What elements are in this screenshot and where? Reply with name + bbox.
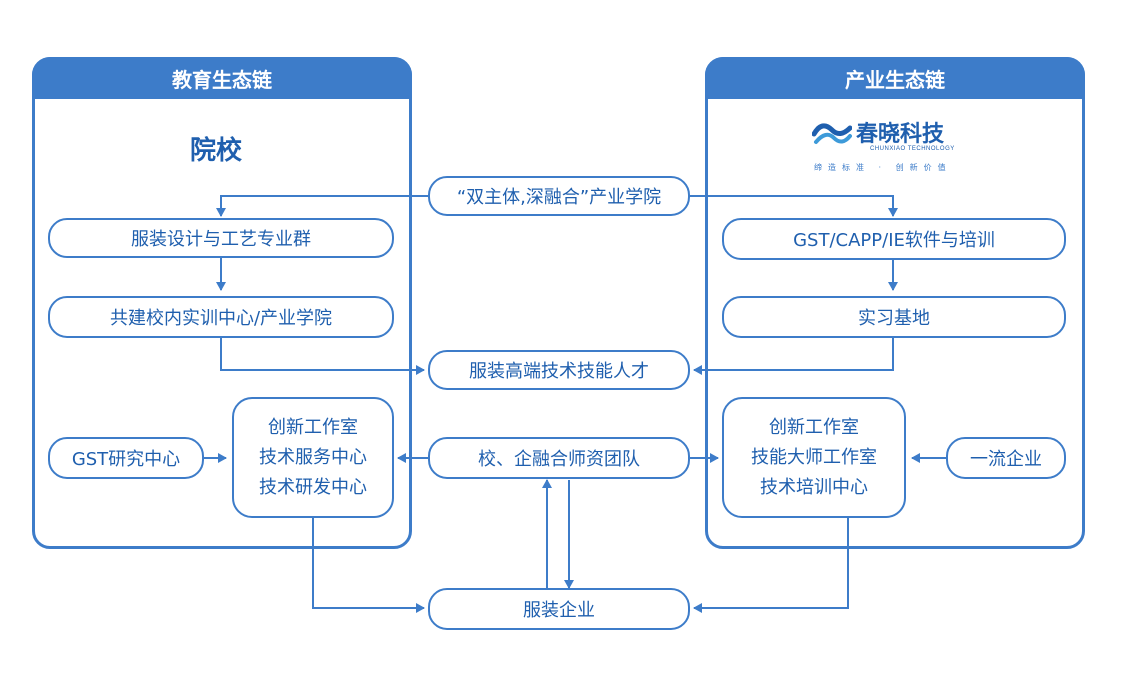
logo-slogan: 缔造标准 · 创新价值 [814,163,952,172]
top-enterprise-node: 一流企业 [946,437,1066,479]
software-training-node: GST/CAPP/IE软件与培训 [722,218,1066,260]
gst-research-node: GST研究中心 [48,437,204,479]
industry-panel: 产业生态链 [705,57,1085,549]
school-studio-line-2: 技术服务中心 [259,446,367,468]
industry-panel-title: 产业生态链 [705,57,1085,99]
internship-base-node: 实习基地 [722,296,1066,338]
garment-design-group-node: 服装设计与工艺专业群 [48,218,394,258]
logo-name: 春晓科技 [856,122,945,147]
school-studio-line-3: 技术研发中心 [259,476,367,498]
garment-enterprise-node: 服装企业 [428,588,690,630]
high-end-talent-node: 服装高端技术技能人才 [428,350,690,390]
enterprise-studio-line-2: 技能大师工作室 [751,446,877,468]
school-studio-line-1: 创新工作室 [268,416,358,438]
education-panel-title: 教育生态链 [32,57,412,99]
school-studio-node: 创新工作室 技术服务中心 技术研发中心 [232,397,394,518]
education-panel: 教育生态链 [32,57,412,549]
school-title: 院校 [190,136,243,166]
chunxiao-logo: 春晓科技 CHUNXIAO TECHNOLOGY 缔造标准 · 创新价值 [812,116,982,176]
logo-english: CHUNXIAO TECHNOLOGY [870,146,955,152]
chunxiao-logo-icon [812,123,852,144]
enterprise-studio-node: 创新工作室 技能大师工作室 技术培训中心 [722,397,906,518]
teacher-team-node: 校、企融合师资团队 [428,437,690,479]
enterprise-studio-line-3: 技术培训中心 [760,476,868,498]
enterprise-studio-line-1: 创新工作室 [769,416,859,438]
training-center-node: 共建校内实训中心/产业学院 [48,296,394,338]
dual-subject-node: “双主体,深融合”产业学院 [428,176,690,216]
